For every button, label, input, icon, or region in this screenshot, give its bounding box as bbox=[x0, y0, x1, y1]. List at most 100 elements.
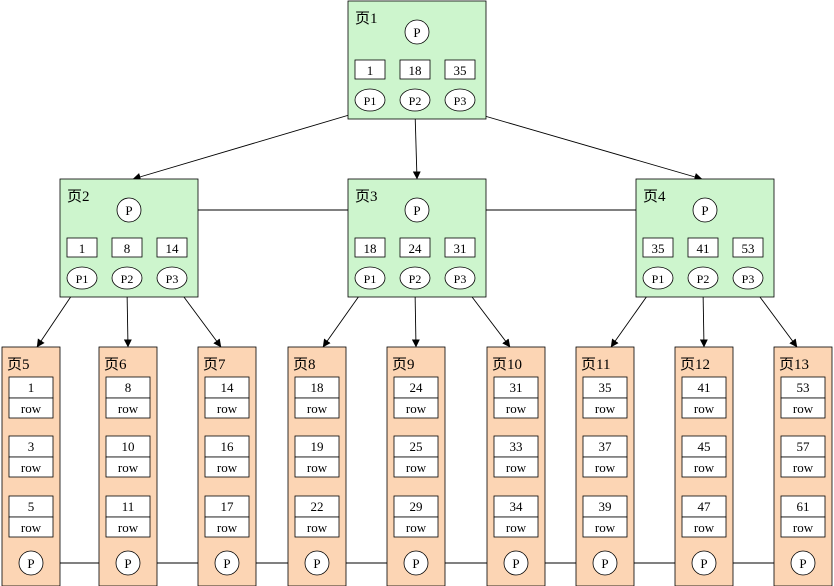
key-box bbox=[399, 59, 431, 80]
record-row-box bbox=[493, 397, 539, 419]
record-row-box bbox=[681, 456, 727, 478]
record-key: 39 bbox=[599, 499, 612, 514]
record-row-label: row bbox=[406, 401, 427, 416]
page-title: 页12 bbox=[680, 357, 710, 373]
page-title: 页5 bbox=[7, 357, 30, 373]
record-row-label: row bbox=[694, 520, 715, 535]
child-pointer bbox=[444, 266, 476, 290]
record-row-box bbox=[582, 397, 628, 419]
record-row-label: row bbox=[506, 520, 527, 535]
root-p1-arrow bbox=[132, 109, 367, 181]
record-row-label: row bbox=[118, 460, 139, 475]
key-value: 1 bbox=[367, 63, 374, 78]
child-pointer bbox=[444, 88, 476, 112]
record-row-box bbox=[8, 397, 54, 419]
child-pointer-label: P3 bbox=[454, 94, 467, 108]
leaf-pointer-label: P bbox=[601, 556, 608, 571]
record-row-box bbox=[393, 397, 439, 419]
record-key: 19 bbox=[311, 439, 324, 454]
key-value: 53 bbox=[742, 241, 755, 256]
header-pointer-label: P bbox=[125, 203, 132, 218]
child-pointer bbox=[642, 266, 674, 290]
record-row-label: row bbox=[118, 401, 139, 416]
child-pointer-label: P3 bbox=[742, 272, 755, 286]
key-box bbox=[444, 59, 476, 80]
leaf-pointer-label: P bbox=[512, 556, 519, 571]
leaf-pointer bbox=[403, 550, 429, 576]
child-pointer-label: P2 bbox=[409, 272, 422, 286]
record-key: 17 bbox=[221, 499, 235, 514]
key-value: 41 bbox=[697, 241, 710, 256]
record-row-box bbox=[681, 397, 727, 419]
record-row-box bbox=[780, 397, 826, 419]
record-row-label: row bbox=[793, 401, 814, 416]
page4-p3-arrow bbox=[753, 288, 798, 348]
key-value: 24 bbox=[409, 241, 423, 256]
root-p2-arrow bbox=[412, 110, 421, 180]
page2-p1-arrow bbox=[36, 288, 77, 348]
header-pointer bbox=[404, 197, 430, 223]
page-title: 页11 bbox=[581, 357, 610, 373]
leaf-pointer bbox=[214, 550, 240, 576]
leaf-pointer bbox=[790, 550, 816, 576]
leaf-pointer-label: P bbox=[313, 556, 320, 571]
page4-p1-arrow bbox=[610, 288, 653, 348]
key-box bbox=[732, 237, 764, 258]
record-row-label: row bbox=[307, 401, 328, 416]
record-key: 37 bbox=[599, 439, 613, 454]
record-key: 18 bbox=[311, 380, 324, 395]
record-key: 45 bbox=[698, 439, 711, 454]
child-pointer bbox=[111, 266, 143, 290]
page-title: 页10 bbox=[492, 357, 522, 373]
header-pointer-label: P bbox=[413, 203, 420, 218]
record-key: 41 bbox=[698, 380, 711, 395]
leaf-pointer-label: P bbox=[124, 556, 131, 571]
key-box bbox=[642, 237, 674, 258]
key-value: 8 bbox=[124, 241, 131, 256]
child-pointer-label: P1 bbox=[76, 272, 89, 286]
leaf-pointer bbox=[115, 550, 141, 576]
key-box bbox=[687, 237, 719, 258]
leaf-pointer bbox=[592, 550, 618, 576]
key-value: 18 bbox=[364, 241, 377, 256]
child-pointer-label: P3 bbox=[166, 272, 179, 286]
page2-p2-arrow bbox=[123, 288, 132, 348]
record-key: 61 bbox=[797, 499, 810, 514]
key-box bbox=[66, 237, 98, 258]
leaf-pointer-label: P bbox=[412, 556, 419, 571]
record-key: 35 bbox=[599, 380, 612, 395]
record-row-box bbox=[105, 456, 151, 478]
page-title: 页13 bbox=[779, 357, 809, 373]
page2-p3-arrow bbox=[177, 288, 222, 348]
leaf-pointer bbox=[691, 550, 717, 576]
record-row-box bbox=[493, 516, 539, 538]
record-row-label: row bbox=[406, 460, 427, 475]
record-key: 31 bbox=[510, 380, 523, 395]
header-pointer-label: P bbox=[413, 25, 420, 40]
header-pointer bbox=[692, 197, 718, 223]
root-p3-arrow bbox=[463, 109, 703, 181]
record-row-box bbox=[105, 516, 151, 538]
record-row-box bbox=[204, 456, 250, 478]
key-value: 18 bbox=[409, 63, 422, 78]
child-pointer-label: P1 bbox=[652, 272, 665, 286]
record-row-label: row bbox=[506, 401, 527, 416]
record-key: 53 bbox=[797, 380, 810, 395]
record-key: 10 bbox=[122, 439, 135, 454]
child-pointer bbox=[354, 266, 386, 290]
record-row-box bbox=[681, 516, 727, 538]
record-row-label: row bbox=[595, 460, 616, 475]
record-row-box bbox=[105, 397, 151, 419]
page3-p1-arrow bbox=[322, 288, 365, 348]
child-pointer-label: P1 bbox=[364, 94, 377, 108]
record-key: 25 bbox=[410, 439, 423, 454]
